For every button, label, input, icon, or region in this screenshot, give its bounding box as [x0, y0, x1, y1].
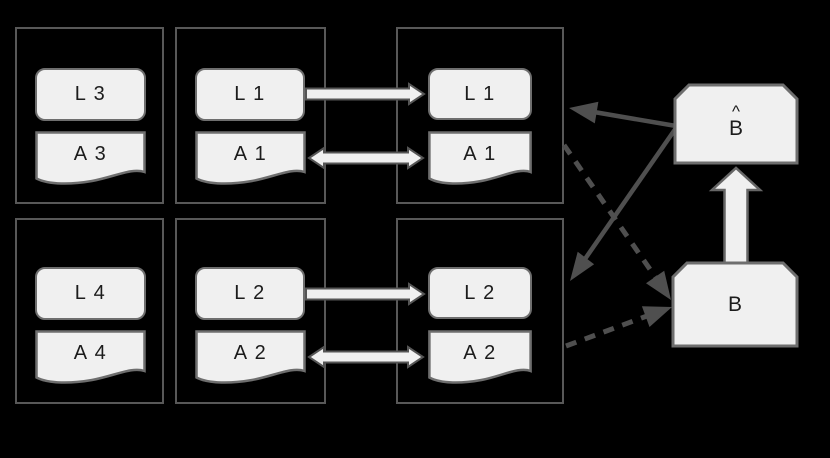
b-hat-label: ^ B [675, 85, 797, 163]
a-node-label: A 3 [73, 142, 108, 165]
document-shape [35, 131, 146, 186]
l-node-label: L 2 [234, 282, 266, 304]
b-hat-shape [673, 83, 799, 165]
container-group1 [15, 27, 164, 204]
l-node-group5: L 2 [195, 267, 305, 320]
l-node-label: L 1 [234, 83, 266, 105]
arrow-b-to-bhat-icon [708, 166, 764, 266]
l-node-group3: L 1 [428, 68, 532, 120]
dashed-arrow-top-container-to-b-icon [561, 143, 671, 300]
l-node-group1: L 3 [35, 68, 146, 121]
a-node-group2: A 1 [195, 131, 306, 186]
l-node-label: L 3 [74, 83, 107, 105]
document-shape [428, 131, 532, 186]
document-shape [428, 330, 532, 385]
document-shape [195, 131, 306, 186]
a-node-label: A 2 [463, 341, 497, 364]
a-node-group1: A 3 [35, 131, 146, 186]
a-node-group3: A 1 [428, 131, 532, 186]
container-group2 [175, 27, 326, 204]
container-group6 [396, 218, 564, 404]
a-node-label: A 1 [233, 142, 268, 165]
container-group5 [175, 218, 326, 404]
a-node-group4: A 4 [35, 330, 146, 385]
b-label: B [727, 292, 742, 316]
a-node-group6: A 2 [428, 330, 532, 385]
arrow-a-sync-bottom-icon [307, 345, 425, 369]
arrow-bhat-to-top-container-icon [569, 101, 677, 129]
container-group3 [396, 27, 564, 204]
a-node-label: A 2 [233, 341, 268, 364]
b-hat-circumflex: ^ [732, 102, 740, 121]
arrow-l-sync-bottom-icon [305, 282, 426, 306]
container-group4 [15, 218, 164, 404]
b-shape [671, 261, 799, 348]
a-node-group5: A 2 [195, 330, 306, 385]
l-node-group4: L 4 [35, 267, 146, 320]
l-node-group6: L 2 [428, 267, 532, 319]
l-node-label: L 4 [74, 282, 107, 304]
l-node-label: L 2 [464, 281, 496, 304]
document-shape [195, 330, 306, 385]
arrow-a-sync-top-icon [307, 146, 425, 170]
dashed-arrow-bottom-container-to-b-icon [565, 306, 672, 349]
arrow-l-sync-top-icon [305, 82, 426, 106]
l-node-group2: L 1 [195, 68, 305, 121]
l-node-label: L 1 [464, 82, 496, 105]
a-node-label: A 1 [463, 142, 497, 165]
b-hat-letter: B [728, 117, 743, 140]
document-shape [35, 330, 146, 385]
arrow-bhat-to-bottom-container-icon [570, 126, 678, 281]
a-node-label: A 4 [73, 341, 108, 364]
